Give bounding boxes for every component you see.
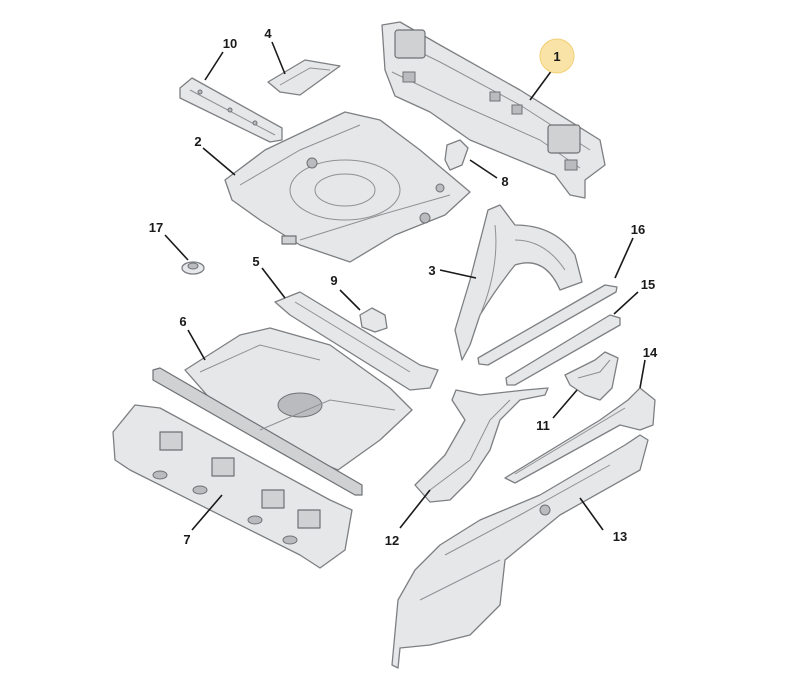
callout-5[interactable]: 5 [252, 254, 259, 269]
part-16-strip [477, 284, 618, 366]
part-6-front-floor [152, 327, 413, 496]
callout-12[interactable]: 12 [385, 533, 399, 548]
callout-11[interactable]: 11 [536, 418, 550, 433]
part-3-wheel-arch [454, 204, 583, 361]
callout-4[interactable]: 4 [264, 26, 272, 41]
callout-16[interactable]: 16 [631, 222, 645, 237]
part-17-grommet [181, 261, 205, 275]
callout-8[interactable]: 8 [501, 174, 508, 189]
part-5-center-rail [274, 291, 439, 391]
callout-15[interactable]: 15 [641, 277, 655, 292]
callout-7[interactable]: 7 [183, 532, 190, 547]
callout-labels: 1 2 3 4 5 6 7 8 9 10 11 12 13 14 15 16 1… [149, 26, 658, 548]
callout-1[interactable]: 1 [553, 49, 560, 64]
callout-1-highlight [539, 38, 575, 74]
callout-10[interactable]: 10 [223, 36, 237, 51]
part-10-channel [179, 77, 283, 143]
callout-17[interactable]: 17 [149, 220, 163, 235]
part-14-longitudinal-rail [504, 387, 656, 484]
part-15-strip [505, 314, 621, 386]
part-1-rear-panel [381, 21, 606, 199]
callout-13[interactable]: 13 [613, 529, 627, 544]
callout-9[interactable]: 9 [330, 273, 337, 288]
callout-6[interactable]: 6 [179, 314, 186, 329]
part-2-rear-floor [224, 111, 471, 263]
part-12-side-member [414, 387, 549, 503]
part-13-lower-rail [391, 434, 649, 669]
part-4-bracket [267, 59, 341, 96]
callout-14[interactable]: 14 [643, 345, 658, 360]
part-7-front-crossmember [112, 404, 353, 569]
part-11-bracket [564, 351, 619, 401]
part-8-bracket [444, 139, 469, 171]
part-9-bracket [359, 307, 388, 333]
callout-3[interactable]: 3 [428, 263, 435, 278]
callout-2[interactable]: 2 [194, 134, 201, 149]
